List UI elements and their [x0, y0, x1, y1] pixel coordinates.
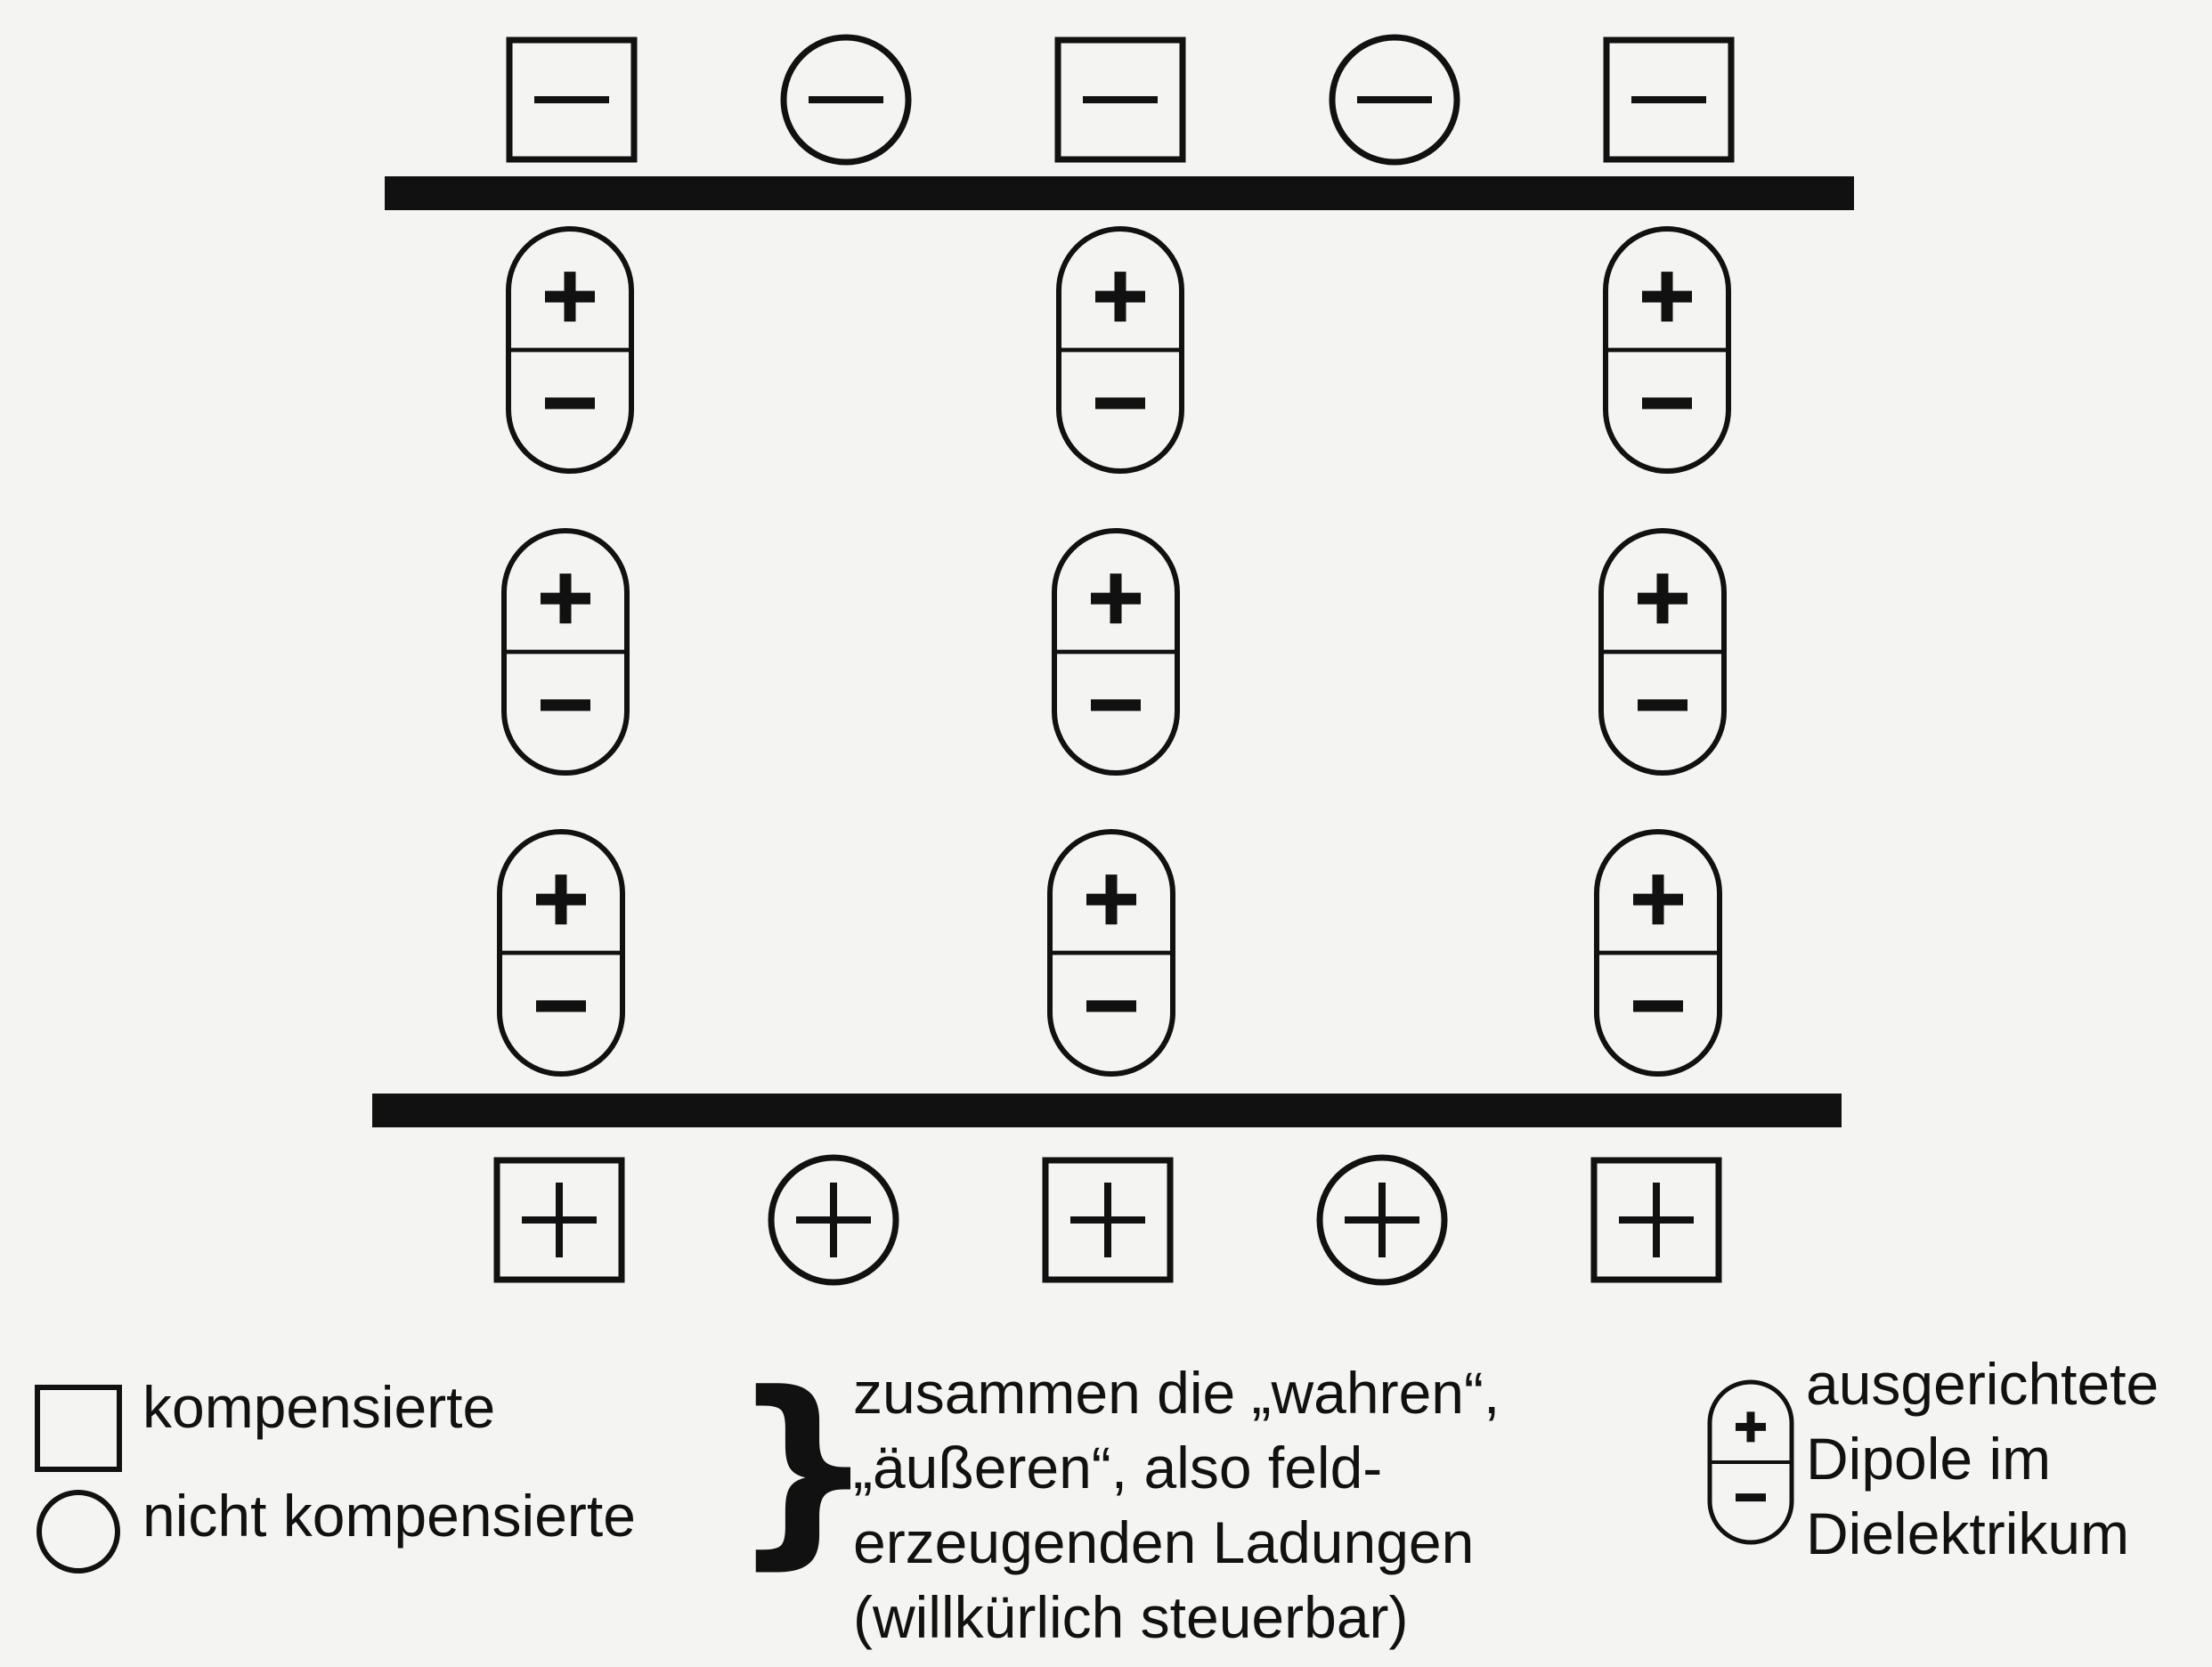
dielectric-dipoles [497, 226, 1731, 1077]
top-charge-circle-4 [1329, 34, 1460, 166]
dipole-description-line-1: ausgerichtete [1806, 1351, 2159, 1417]
brace-description-line-3: erzeugenden Ladungen [853, 1509, 1475, 1575]
dipole-row-3-col-3 [1594, 829, 1722, 1077]
top-charge-square-3 [1054, 37, 1186, 163]
brace-description-line-1: zusammen die „wahren“, [853, 1360, 1500, 1426]
bottom-electrode-plate [372, 1094, 1842, 1127]
bottom-charge-square-3 [1042, 1157, 1174, 1283]
bottom-charge-circle-4 [1316, 1154, 1448, 1286]
legend-dipole-icon [1707, 1379, 1794, 1545]
brace-description-line-2: „äußeren“, also feld- [853, 1435, 1383, 1500]
bottom-charge-square-1 [493, 1157, 625, 1283]
dipole-row-2-col-1 [501, 528, 630, 776]
top-charge-square-1 [506, 37, 638, 163]
uncompensated-circle-icon [37, 1490, 120, 1573]
bottom-charge-square-5 [1590, 1157, 1722, 1283]
grouping-brace: } [730, 1350, 876, 1588]
dipole-row-1-col-1 [506, 226, 634, 474]
dipole-row-3-col-1 [497, 829, 625, 1077]
dipole-row-1-col-3 [1603, 226, 1731, 474]
capacitor-diagram [372, 34, 1854, 1286]
top-electrode-plate [385, 176, 1854, 210]
brace-description: zusammen die „wahren“, „äußeren“, also f… [853, 1355, 1500, 1655]
dipole-description-line-2: Dipole im [1806, 1426, 2052, 1492]
top-charge-circle-2 [780, 34, 912, 166]
compensated-square-icon [35, 1385, 122, 1472]
brace-description-line-4: (willkürlich steuerbar) [853, 1584, 1409, 1650]
legend-graphics: } [35, 1350, 1794, 1588]
top-plate-charges [506, 34, 1735, 166]
dipole-row-2-col-2 [1052, 528, 1180, 776]
dipole-row-3-col-2 [1047, 829, 1175, 1077]
dipole-description: ausgerichtete Dipole im Dielektrikum [1806, 1346, 2159, 1571]
legend-uncompensated-label: nicht kompensierte [142, 1483, 636, 1549]
dipole-description-line-3: Dielektrikum [1806, 1500, 2130, 1566]
legend-compensated-label: kompensierte [142, 1374, 496, 1440]
dipole-row-2-col-3 [1598, 528, 1727, 776]
dipole-row-1-col-2 [1056, 226, 1184, 474]
bottom-charge-circle-2 [768, 1154, 899, 1286]
legend-dipole-shape [1707, 1379, 1794, 1545]
bottom-plate-charges [493, 1154, 1722, 1286]
top-charge-square-5 [1603, 37, 1735, 163]
